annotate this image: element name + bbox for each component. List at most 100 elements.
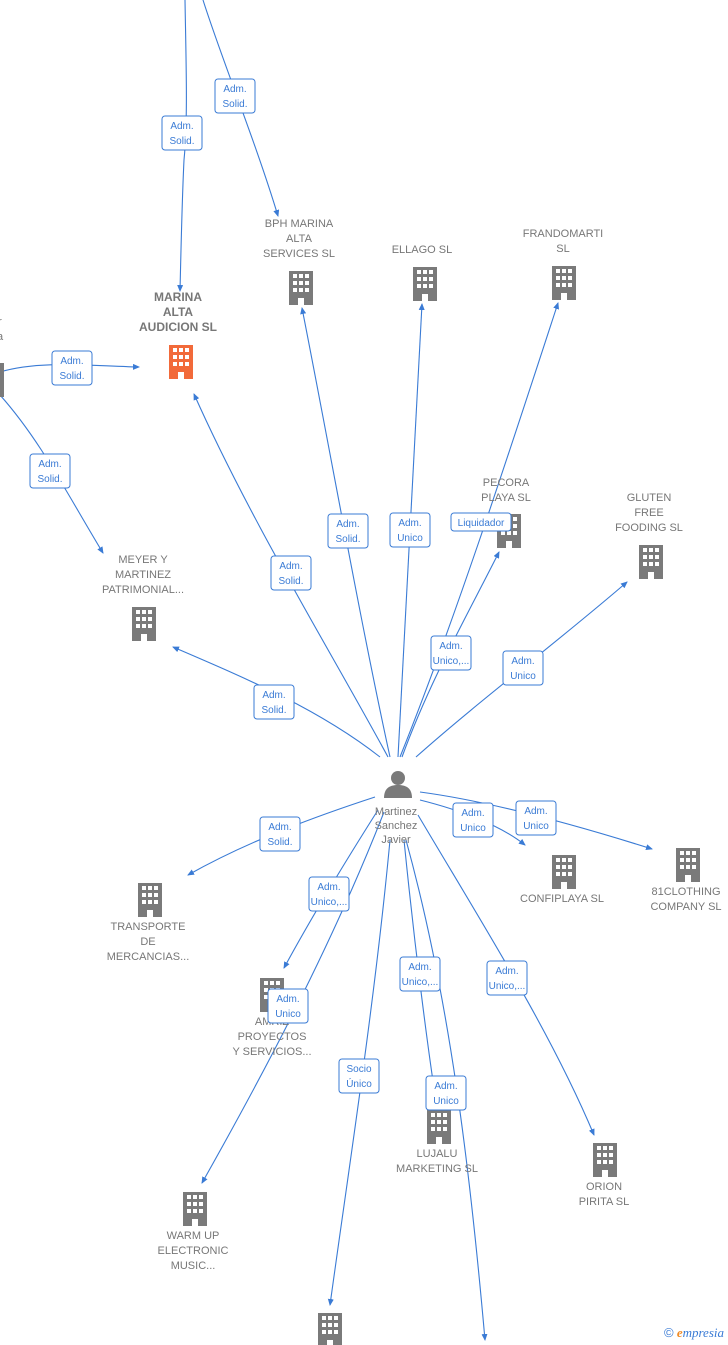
role-text: Adm. xyxy=(434,1081,457,1092)
company-label-line: PROYECTOS xyxy=(238,1031,307,1043)
role-text: Unico,... xyxy=(433,656,470,667)
role-text: Adm. xyxy=(439,641,462,652)
role-box xyxy=(51,350,93,386)
company-label-line: r xyxy=(0,316,2,328)
role-label-4[interactable]: Adm.Solid. xyxy=(29,453,71,489)
role-text: Unico,... xyxy=(489,981,526,992)
role-box xyxy=(452,802,494,838)
company-label-line: LUJALU xyxy=(417,1148,458,1160)
role-text: Adm. xyxy=(223,84,246,95)
role-text: Adm. xyxy=(60,356,83,367)
company-label-line: FRANDOMARTI xyxy=(523,228,603,240)
company-label-line: MERCANCIAS... xyxy=(107,951,190,963)
role-label-20[interactable]: Adm.Unico,... xyxy=(486,960,528,996)
company-node-amriz[interactable]: AMRIZPROYECTOSY SERVICIOS... xyxy=(232,978,312,1058)
company-label-line: DE xyxy=(140,936,155,948)
company-label-line: ORION xyxy=(586,1181,622,1193)
role-text: Adm. xyxy=(262,690,285,701)
role-label-2[interactable]: Adm. Solid. xyxy=(214,78,256,114)
role-label-10[interactable]: Adm.Unico xyxy=(502,650,544,686)
company-label-line: MARINA xyxy=(154,290,202,304)
role-label-8[interactable]: Liquidador xyxy=(450,512,512,532)
role-label-5[interactable]: Adm.Solid. xyxy=(270,555,312,591)
role-box xyxy=(425,1075,467,1111)
company-node-bottom-company[interactable] xyxy=(318,1313,342,1345)
company-node-transporte[interactable]: TRANSPORTEDEMERCANCIAS... xyxy=(107,883,190,963)
edge-1 xyxy=(177,0,187,292)
role-box xyxy=(267,988,309,1024)
edges-layer xyxy=(0,0,653,1341)
company-node-warm-up[interactable]: WARM UPELECTRONICMUSIC... xyxy=(158,1192,229,1272)
building-icon xyxy=(676,848,700,882)
role-label-9[interactable]: Adm. Unico,... xyxy=(430,635,472,671)
role-label-19[interactable]: Adm. Unico xyxy=(425,1075,467,1111)
company-label-line: Y SERVICIOS... xyxy=(232,1046,311,1058)
role-label-11[interactable]: Adm.Solid. xyxy=(253,684,295,720)
role-text: Solid. xyxy=(37,474,62,485)
role-box xyxy=(259,816,301,852)
company-label-line: PLAYA SL xyxy=(481,492,531,504)
role-label-16[interactable]: Adm.Unico xyxy=(267,988,309,1024)
role-text: Solid. xyxy=(59,371,84,382)
role-text: Adm. xyxy=(511,656,534,667)
role-label-13[interactable]: Adm.Unico xyxy=(515,800,557,836)
company-label-line: MEYER Y xyxy=(118,554,168,566)
company-node-ellago[interactable]: ELLAGO SL xyxy=(392,244,453,301)
role-box xyxy=(502,650,544,686)
company-label-line: a xyxy=(0,331,4,343)
role-label-7[interactable]: Adm.Unico xyxy=(389,512,431,548)
edge-8 xyxy=(399,302,559,758)
building-icon xyxy=(289,271,313,305)
role-text: Adm. xyxy=(268,822,291,833)
role-box xyxy=(450,512,512,532)
building-icon xyxy=(552,266,576,300)
building-icon xyxy=(183,1192,207,1226)
role-label-1[interactable]: Adm.Solid. xyxy=(161,115,203,151)
building-icon xyxy=(138,883,162,917)
company-label-line: PATRIMONIAL... xyxy=(102,584,184,596)
role-label-18[interactable]: Adm.Unico,... xyxy=(399,956,441,992)
role-label-12[interactable]: Adm.Solid. xyxy=(259,816,301,852)
person-name-line: Sanchez xyxy=(375,820,418,832)
role-box xyxy=(253,684,295,720)
company-node-confiplaya[interactable]: CONFIPLAYA SL xyxy=(520,855,604,905)
role-label-14[interactable]: Adm. Unico xyxy=(452,802,494,838)
role-text: Unico xyxy=(460,823,486,834)
company-label-line: MARKETING SL xyxy=(396,1163,478,1175)
role-text: Adm. xyxy=(461,808,484,819)
role-label-6[interactable]: Adm.Solid. xyxy=(327,513,369,549)
building-icon xyxy=(593,1143,617,1177)
company-node-meyer-martinez[interactable]: MEYER YMARTINEZPATRIMONIAL... xyxy=(102,554,184,641)
role-text: Unico xyxy=(275,1009,301,1020)
building-icon xyxy=(552,855,576,889)
company-label-line: PIRITA SL xyxy=(579,1196,630,1208)
role-text: Adm. xyxy=(279,561,302,572)
company-node-lujalu[interactable]: LUJALU MARKETING SL xyxy=(396,1110,478,1175)
company-label-line: ELLAGO SL xyxy=(392,244,453,256)
building-icon xyxy=(0,363,4,397)
role-label-15[interactable]: Adm.Unico,... xyxy=(308,876,350,912)
role-label-3[interactable]: Adm. Solid. xyxy=(51,350,93,386)
company-label-line: CONFIPLAYA SL xyxy=(520,893,604,905)
company-label-line: SERVICES SL xyxy=(263,248,335,260)
person-icon xyxy=(384,771,412,798)
building-icon xyxy=(639,545,663,579)
role-text: Liquidador xyxy=(458,518,505,529)
role-text: Unico xyxy=(433,1096,459,1107)
role-box xyxy=(338,1058,380,1094)
role-text: Adm. xyxy=(524,806,547,817)
company-node-orion-pirita[interactable]: ORION PIRITA SL xyxy=(579,1143,630,1208)
company-label-line: WARM UP xyxy=(167,1230,220,1242)
role-box xyxy=(29,453,71,489)
company-node-left-partial[interactable]: ra xyxy=(0,316,4,397)
role-text: Solid. xyxy=(222,99,247,110)
